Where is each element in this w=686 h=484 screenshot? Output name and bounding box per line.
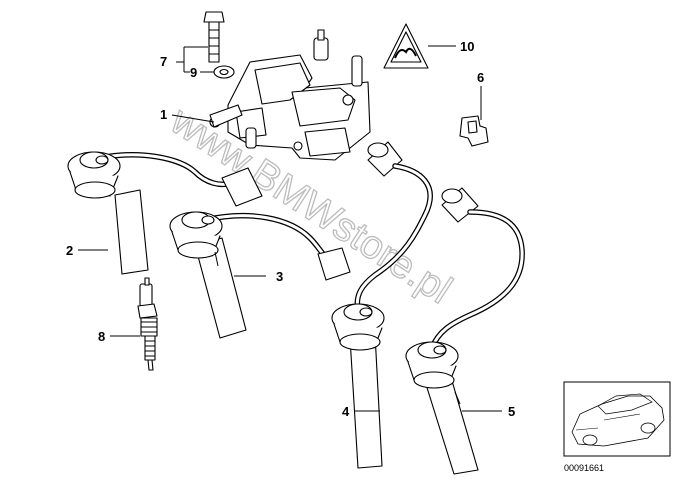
ignition-lead-part-2[interactable] [67, 151, 263, 275]
callout-6: 6 [477, 70, 484, 85]
reference-number: 00091661 [564, 463, 604, 473]
washer-part-9[interactable] [213, 65, 235, 79]
warning-label-part-10[interactable] [383, 23, 429, 69]
clip-part-6[interactable] [459, 115, 489, 147]
callout-3: 3 [276, 269, 283, 284]
high-voltage-warning-icon [394, 47, 417, 59]
callout-10: 10 [460, 39, 474, 54]
callout-2: 2 [66, 243, 73, 258]
spark-plug-part-8[interactable] [137, 277, 158, 371]
bolt-part-7[interactable] [203, 11, 225, 63]
callout-1: 1 [160, 107, 167, 122]
ignition-lead-part-4[interactable] [331, 141, 433, 469]
callout-4: 4 [342, 404, 350, 419]
vehicle-thumbnail [563, 381, 671, 457]
callout-9: 9 [190, 65, 197, 80]
ignition-lead-part-5[interactable] [405, 187, 525, 475]
ignition-lead-part-3[interactable] [169, 211, 351, 339]
callout-5: 5 [508, 404, 515, 419]
ignition-coil-part-1[interactable] [209, 29, 371, 161]
leader-lines [78, 45, 502, 412]
callout-7: 7 [160, 54, 167, 69]
callout-8: 8 [98, 329, 105, 344]
